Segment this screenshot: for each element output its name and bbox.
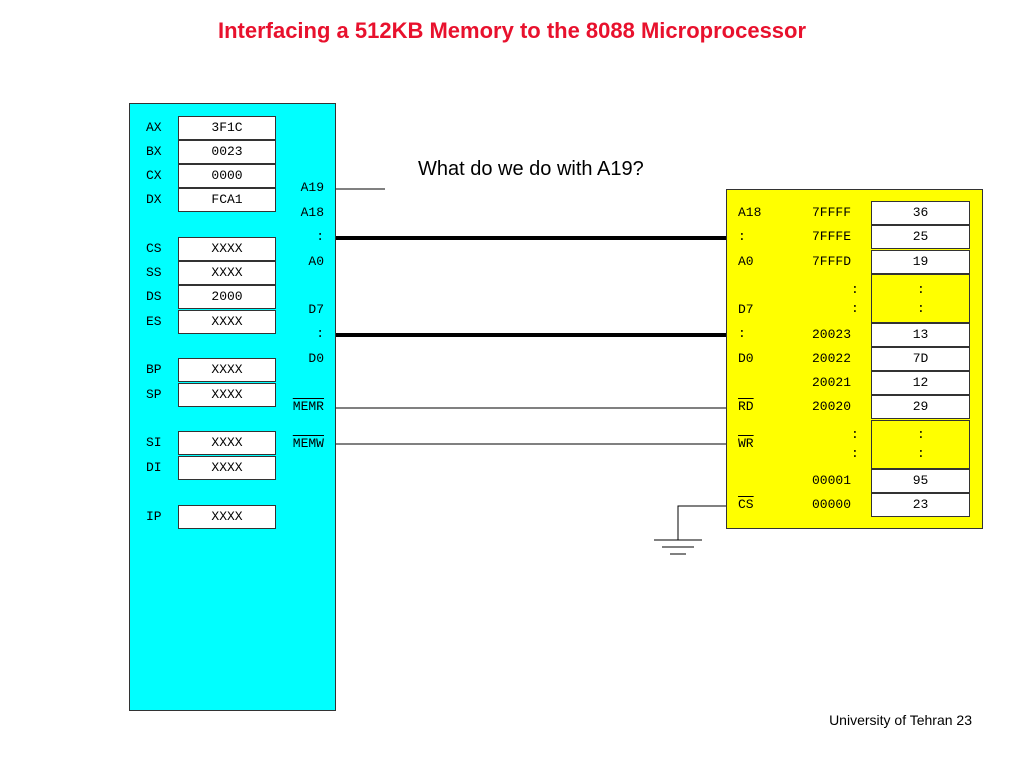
mem-pin-rd: RD [738,399,754,414]
cpu-pin-addr-dots: : [316,229,324,244]
cpu-pin-d7: D7 [308,302,324,317]
mem-cell-7ffff: 36 [871,201,970,225]
mem-addr-7fffe: 7FFFE [812,229,852,244]
reg-label-ip: IP [146,509,162,524]
mem-addr-20021: 20021 [812,375,852,390]
reg-label-di: DI [146,460,162,475]
reg-value-ds: 2000 [178,285,276,309]
reg-value-sp: XXXX [178,383,276,407]
slide-title: Interfacing a 512KB Memory to the 8088 M… [217,18,807,43]
mem-cell-gap [871,420,970,469]
reg-value-cx: 0000 [178,164,276,188]
mem-pin-data-dots: : [738,326,746,341]
mem-data-dots: : [917,301,925,316]
cpu-pin-d0: D0 [308,351,324,366]
reg-label-ax: AX [146,120,162,135]
reg-value-bp: XXXX [178,358,276,382]
mem-cell-20022: 7D [871,347,970,371]
mem-addr-7ffff: 7FFFF [812,205,852,220]
mem-pin-a18: A18 [738,205,762,220]
mem-addr-20022: 20022 [812,351,852,366]
mem-addr-dots: : [851,301,859,316]
reg-value-di: XXXX [178,456,276,480]
mem-data-dots: : [917,282,925,297]
mem-pin-d0: D0 [738,351,754,366]
mem-cell-gap [871,274,970,323]
cpu-pin-data-dots: : [316,326,324,341]
reg-label-ds: DS [146,289,162,304]
mem-cell-7fffd: 19 [871,250,970,274]
mem-pin-addr-dots: : [738,229,746,244]
cpu-pin-a18: A18 [300,205,324,220]
reg-value-dx: FCA1 [178,188,276,212]
mem-data-dots: : [917,427,925,442]
reg-value-ip: XXXX [178,505,276,529]
mem-cell-7fffe: 25 [871,225,970,249]
mem-addr-dots: : [851,282,859,297]
reg-label-dx: DX [146,192,162,207]
cpu-pin-a0: A0 [308,254,324,269]
cpu-pin-memr: MEMR [292,399,324,414]
footer-credit: University of Tehran 23 [829,712,972,728]
mem-pin-wr: WR [738,436,754,451]
reg-label-si: SI [146,435,162,450]
mem-addr-dots: : [851,446,859,461]
mem-data-dots: : [917,446,925,461]
reg-label-ss: SS [146,265,162,280]
reg-label-bx: BX [146,144,162,159]
reg-label-es: ES [146,314,162,329]
reg-label-sp: SP [146,387,162,402]
mem-pin-d7: D7 [738,302,754,317]
reg-value-es: XXXX [178,310,276,334]
cpu-pin-a19: A19 [300,180,324,195]
cs-ground-wire [677,505,726,540]
mem-addr-7fffd: 7FFFD [812,254,852,269]
mem-pin-cs: CS [738,497,754,512]
reg-value-si: XXXX [178,431,276,455]
mem-cell-20020: 29 [871,395,970,419]
mem-addr-20020: 20020 [812,399,852,414]
mem-cell-00001: 95 [871,469,970,493]
cpu-pin-memw: MEMW [292,436,324,451]
mem-addr-20023: 20023 [812,327,852,342]
reg-value-ss: XXXX [178,261,276,285]
reg-label-cs: CS [146,241,162,256]
mem-cell-20023: 13 [871,323,970,347]
reg-label-bp: BP [146,362,162,377]
mem-cell-20021: 12 [871,371,970,395]
mem-addr-00000: 00000 [812,497,852,512]
mem-addr-00001: 00001 [812,473,852,488]
mem-pin-a0: A0 [738,254,754,269]
mem-cell-00000: 23 [871,493,970,517]
a19-question: What do we do with A19? [418,158,644,180]
reg-value-bx: 0023 [178,140,276,164]
mem-addr-dots: : [851,427,859,442]
reg-value-ax: 3F1C [178,116,276,140]
reg-label-cx: CX [146,168,162,183]
reg-value-cs: XXXX [178,237,276,261]
